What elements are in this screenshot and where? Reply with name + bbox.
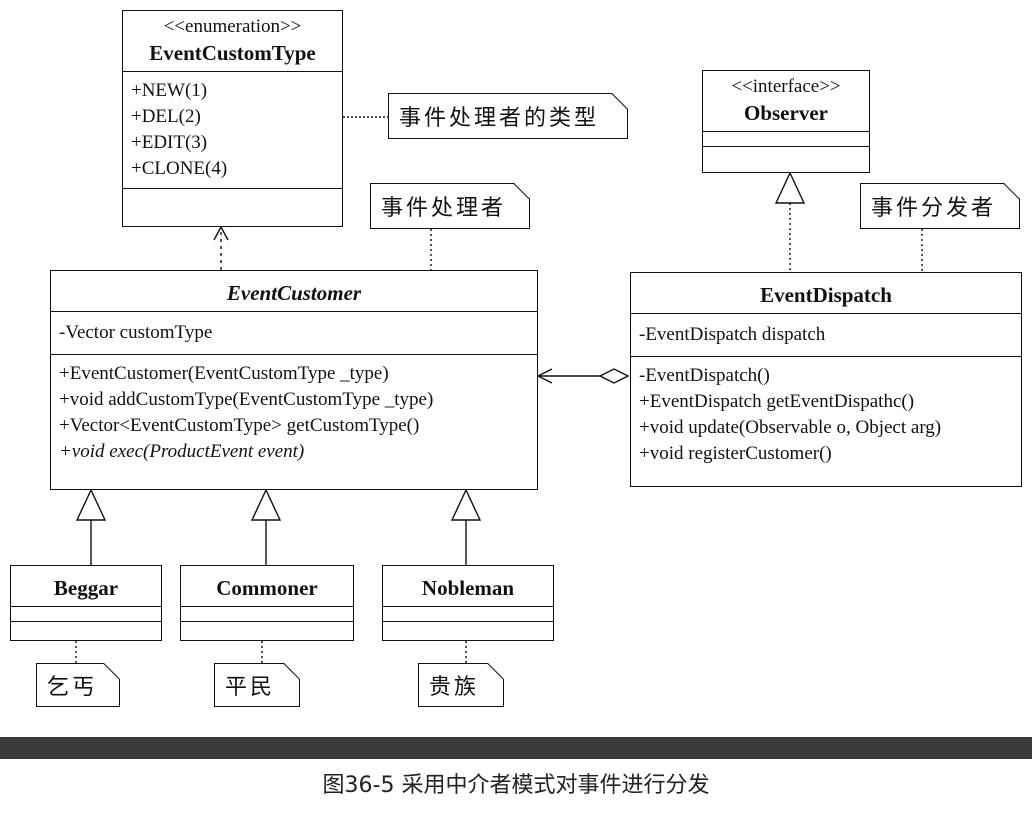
class-name: Observer <box>744 101 828 125</box>
commoner-inheritance-triangle <box>250 488 282 521</box>
aggregation-diamond <box>598 368 630 384</box>
dependency-arrowhead <box>213 225 229 241</box>
attributes-section <box>383 607 553 622</box>
note-fold-corner <box>284 662 301 679</box>
class-name: Commoner <box>216 576 318 600</box>
stereotype-label: <<enumeration>> <box>163 16 302 37</box>
note-fold-corner <box>612 92 629 109</box>
beggar-note: 乞丐 <box>36 662 121 707</box>
method-row: +EventDispatch getEventDispathc() <box>639 391 915 412</box>
connector-layer <box>75 116 923 663</box>
class-header: <<enumeration>> EventCustomType <box>123 11 342 72</box>
methods-section: +EventCustomer(EventCustomType _type) +v… <box>51 355 537 469</box>
attribute-row: -Vector customType <box>59 322 213 343</box>
class-name: EventCustomer <box>226 281 362 305</box>
methods-section <box>11 622 161 636</box>
class-header: Beggar <box>11 566 161 607</box>
methods-section <box>181 622 353 636</box>
note-text: 平民 <box>225 675 276 700</box>
separator-bar <box>0 737 1032 759</box>
event-dispatch-class: EventDispatch -EventDispatch dispatch -E… <box>630 272 1022 487</box>
methods-section <box>383 622 553 636</box>
method-row: -EventDispatch() <box>639 365 770 386</box>
attributes-section: +NEW(1) +DEL(2) +EDIT(3) +CLONE(4) <box>123 72 342 189</box>
stereotype-label: <<interface>> <box>731 76 841 97</box>
nobleman-inheritance-triangle <box>450 488 482 521</box>
attributes-section <box>703 132 869 147</box>
enum-literal: +CLONE(4) <box>131 158 228 179</box>
aggregation-arrowhead <box>536 368 553 384</box>
event-custom-type-class: <<enumeration>> EventCustomType +NEW(1) … <box>122 10 343 227</box>
attributes-section: -Vector customType <box>51 312 537 355</box>
method-row: +EventCustomer(EventCustomType _type) <box>59 363 389 384</box>
class-name: Nobleman <box>421 576 515 600</box>
commoner-note: 平民 <box>214 662 301 707</box>
beggar-inheritance-triangle <box>75 488 107 521</box>
note-fold-corner <box>104 662 121 679</box>
note-text: 事件处理者 <box>381 196 507 221</box>
attributes-section <box>181 607 353 622</box>
class-name: Beggar <box>53 576 119 600</box>
note-text: 贵族 <box>429 675 480 700</box>
customer-note: 事件处理者 <box>370 182 531 229</box>
observer-interface: <<interface>> Observer <box>702 70 870 173</box>
beggar-class: Beggar <box>10 565 162 641</box>
enum-note: 事件处理者的类型 <box>388 92 629 139</box>
attributes-section: -EventDispatch dispatch <box>631 314 1021 357</box>
enum-literal: +EDIT(3) <box>131 132 208 153</box>
note-fold-corner <box>488 662 505 679</box>
note-fold-corner <box>1004 182 1021 199</box>
nobleman-note: 贵族 <box>418 662 505 707</box>
attributes-section <box>11 607 161 622</box>
method-row: +Vector<EventCustomType> getCustomType() <box>59 415 420 436</box>
event-customer-class: EventCustomer -Vector customType +EventC… <box>50 270 538 490</box>
nobleman-class: Nobleman <box>382 565 554 641</box>
note-text: 事件分发者 <box>871 196 997 221</box>
method-row: +void update(Observable o, Object arg) <box>639 417 942 438</box>
enum-literal: +DEL(2) <box>131 106 201 127</box>
class-header: EventDispatch <box>631 273 1021 314</box>
commoner-class: Commoner <box>180 565 354 641</box>
class-name: EventDispatch <box>760 283 892 307</box>
class-name: EventCustomType <box>149 41 316 65</box>
realization-triangle <box>774 171 806 204</box>
note-fold-corner <box>514 182 531 199</box>
note-text: 乞丐 <box>47 675 98 700</box>
methods-section <box>123 189 342 203</box>
figure-caption: 图36-5 采用中介者模式对事件进行分发 <box>322 773 710 798</box>
method-row: +void addCustomType(EventCustomType _typ… <box>59 389 434 410</box>
note-text: 事件处理者的类型 <box>399 106 600 131</box>
class-header: EventCustomer <box>51 271 537 312</box>
method-row: +void registerCustomer() <box>639 443 832 464</box>
class-header: Commoner <box>181 566 353 607</box>
class-header: Nobleman <box>383 566 553 607</box>
methods-section: -EventDispatch() +EventDispatch getEvent… <box>631 357 1021 471</box>
class-header: <<interface>> Observer <box>703 71 869 132</box>
abstract-method-row: +void exec(ProductEvent event) <box>59 441 305 462</box>
methods-section <box>703 147 869 161</box>
attribute-row: -EventDispatch dispatch <box>639 324 826 345</box>
dispatch-note: 事件分发者 <box>860 182 1021 229</box>
enum-literal: +NEW(1) <box>131 80 208 101</box>
